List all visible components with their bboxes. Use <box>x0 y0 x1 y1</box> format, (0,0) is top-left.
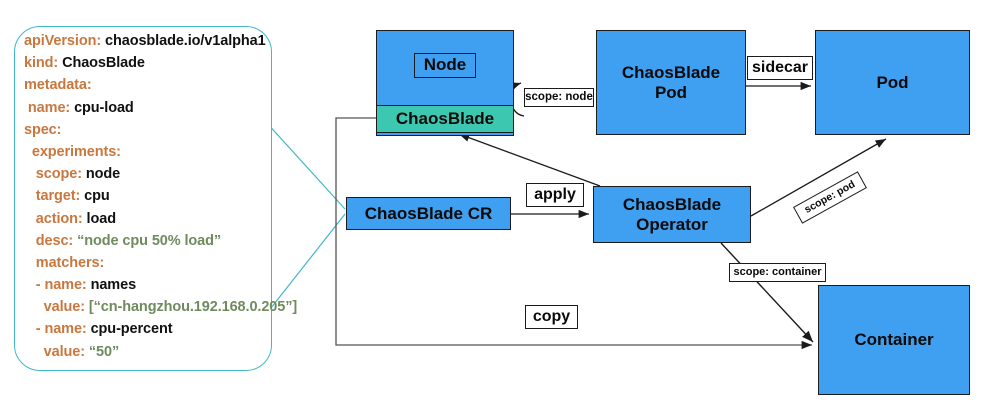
container-label: Container <box>854 330 934 349</box>
chaosblade-agent-box[interactable]: ChaosBlade <box>377 105 513 133</box>
yaml-value: “50” <box>84 343 120 360</box>
yaml-key: target: <box>24 188 81 205</box>
yaml-value: node <box>81 166 121 183</box>
yaml-key: scope: <box>24 166 82 183</box>
chaosblade-cr-label: ChaosBlade CR <box>364 203 493 223</box>
yaml-line: experiments: <box>24 141 354 163</box>
yaml-key: - name: <box>24 321 87 338</box>
chaosblade-cr-box[interactable]: ChaosBlade CR <box>346 197 511 230</box>
yaml-value: [“cn-hangzhou.192.168.0.205”] <box>84 299 298 316</box>
yaml-line: - name: names <box>24 274 354 296</box>
container-box[interactable]: Container <box>818 285 970 395</box>
yaml-line: metadata: <box>24 74 354 96</box>
node-label: Node <box>413 53 477 78</box>
yaml-key: matchers: <box>24 254 105 271</box>
yaml-line: apiVersion: chaosblade.io/v1alpha1 <box>24 30 354 52</box>
yaml-value: “node cpu 50% load” <box>73 232 222 249</box>
yaml-line: target: cpu <box>24 185 354 207</box>
yaml-key: action: <box>24 210 83 227</box>
pod-box[interactable]: Pod <box>815 30 970 135</box>
yaml-line: desc: “node cpu 50% load” <box>24 230 354 252</box>
yaml-line: matchers: <box>24 252 354 274</box>
edge-label-apply: apply <box>526 183 584 207</box>
yaml-value: cpu-percent <box>86 321 173 338</box>
yaml-line: spec: <box>24 119 354 141</box>
edge-label-scope-pod: scope: pod <box>793 171 867 224</box>
yaml-value: chaosblade.io/v1alpha1 <box>101 33 266 49</box>
yaml-value: cpu-load <box>70 99 134 116</box>
yaml-line: action: load <box>24 208 354 230</box>
yaml-line: value: “50” <box>24 341 354 363</box>
yaml-key: value: <box>24 299 85 316</box>
yaml-value: names <box>86 277 137 294</box>
yaml-line: name: cpu-load <box>24 97 354 119</box>
yaml-key: metadata: <box>24 77 92 94</box>
yaml-line: - name: cpu-percent <box>24 318 354 340</box>
yaml-callout-bubble <box>14 26 272 371</box>
yaml-key: apiVersion: <box>24 33 102 49</box>
yaml-line: value: [“cn-hangzhou.192.168.0.205”] <box>24 296 354 318</box>
edge-label-scope-node: scope: node <box>524 88 594 107</box>
chaosblade-operator-label: ChaosBlade Operator <box>622 194 722 234</box>
yaml-key: - name: <box>24 277 87 294</box>
chaosblade-agent-label: ChaosBlade <box>395 109 495 128</box>
yaml-key: experiments: <box>24 143 121 160</box>
yaml-key: desc: <box>24 232 74 249</box>
yaml-value: cpu <box>80 188 110 205</box>
edge-operator-to-chaosblade <box>458 133 601 187</box>
yaml-line: kind: ChaosBlade <box>24 52 354 74</box>
edge-scope-container <box>720 242 814 343</box>
chaosblade-operator-box[interactable]: ChaosBlade Operator <box>593 186 751 243</box>
edge-label-sidecar: sidecar <box>747 56 813 80</box>
yaml-key: name: <box>24 99 71 116</box>
yaml-key: kind: <box>24 55 59 72</box>
yaml-value: ChaosBlade <box>58 55 145 72</box>
edge-label-scope-container: scope: container <box>729 263 826 282</box>
yaml-value: load <box>82 210 117 227</box>
pod-label: Pod <box>876 72 909 92</box>
chaosblade-pod-box[interactable]: ChaosBlade Pod <box>596 30 746 135</box>
yaml-key: value: <box>24 343 85 360</box>
yaml-line: scope: node <box>24 163 354 185</box>
chaosblade-pod-label: ChaosBlade Pod <box>621 62 721 102</box>
edge-label-copy: copy <box>525 305 578 329</box>
yaml-key: spec: <box>24 121 62 138</box>
